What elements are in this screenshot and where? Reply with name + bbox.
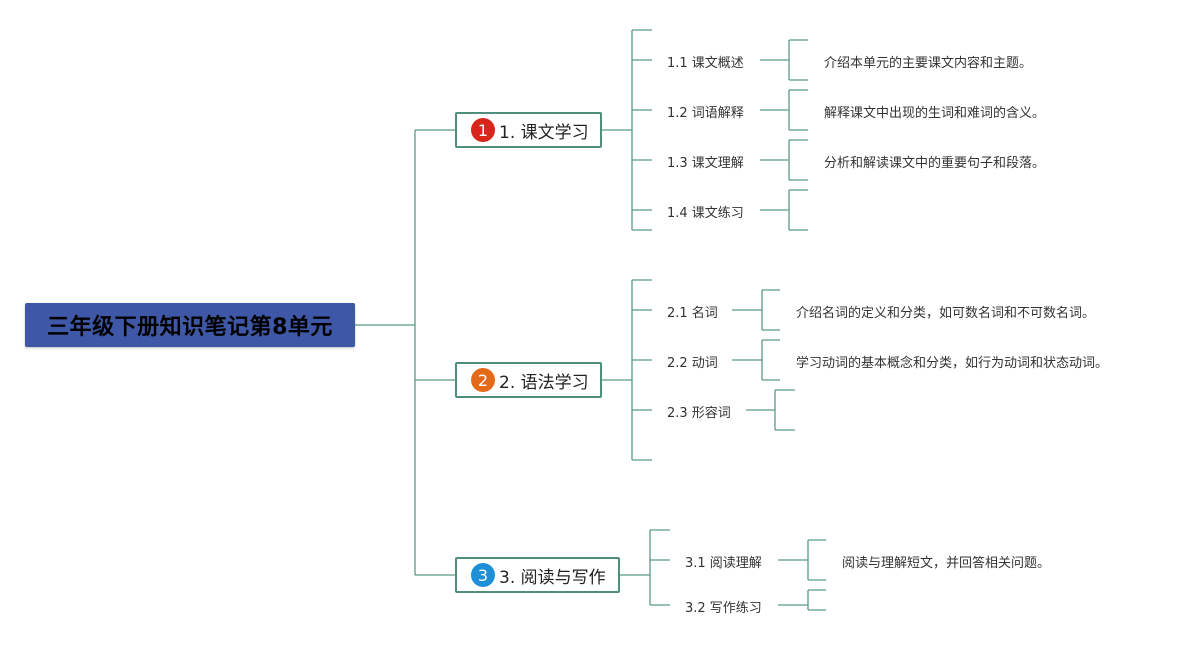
branch-reading-writing[interactable]: 3 3. 阅读与写作	[455, 557, 620, 593]
branch-label: 1. 课文学习	[499, 122, 589, 143]
leaf-3-1[interactable]: 阅读与理解短文，并回答相关问题。	[842, 556, 1051, 571]
topic-2-1[interactable]: 2.1 名词	[667, 306, 718, 321]
branch-label: 2. 语法学习	[499, 372, 589, 393]
leaf-2-1[interactable]: 介绍名词的定义和分类，如可数名词和不可数名词。	[796, 306, 1096, 321]
branch-label: 3. 阅读与写作	[499, 567, 606, 588]
badge-3: 3	[471, 563, 495, 587]
leaf-1-3[interactable]: 分析和解读课文中的重要句子和段落。	[824, 156, 1046, 171]
branch-grammar-study[interactable]: 2 2. 语法学习	[455, 362, 602, 398]
branch-course-study[interactable]: 1 1. 课文学习	[455, 112, 602, 148]
badge-2: 2	[471, 368, 495, 392]
topic-1-4[interactable]: 1.4 课文练习	[667, 206, 744, 221]
topic-1-3[interactable]: 1.3 课文理解	[667, 156, 744, 171]
topic-1-2[interactable]: 1.2 词语解释	[667, 106, 744, 121]
root-title: 三年级下册知识笔记第8单元	[47, 315, 333, 340]
leaf-2-2[interactable]: 学习动词的基本概念和分类，如行为动词和状态动词。	[796, 356, 1109, 371]
topic-3-2[interactable]: 3.2 写作练习	[685, 601, 762, 616]
badge-1: 1	[471, 118, 495, 142]
topic-2-2[interactable]: 2.2 动词	[667, 356, 718, 371]
root-node[interactable]: 三年级下册知识笔记第8单元	[25, 303, 355, 347]
leaf-1-1[interactable]: 介绍本单元的主要课文内容和主题。	[824, 56, 1033, 71]
topic-2-3[interactable]: 2.3 形容词	[667, 406, 731, 421]
leaf-1-2[interactable]: 解释课文中出现的生词和难词的含义。	[824, 106, 1046, 121]
topic-1-1[interactable]: 1.1 课文概述	[667, 56, 744, 71]
topic-3-1[interactable]: 3.1 阅读理解	[685, 556, 762, 571]
